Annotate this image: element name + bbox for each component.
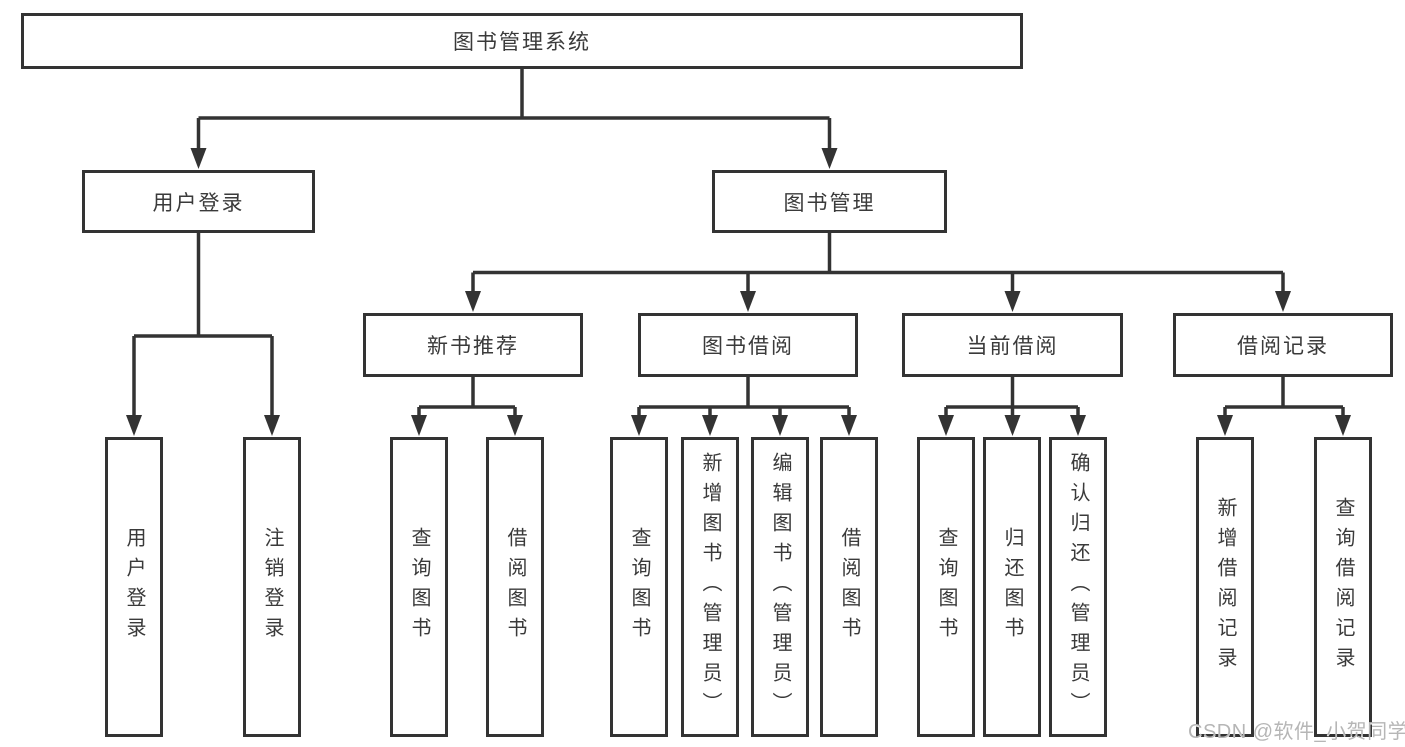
node-new-book-recommend: 新书推荐 bbox=[363, 313, 583, 377]
connector-borrow-records-to-leaves bbox=[1217, 377, 1351, 436]
arrowhead bbox=[1275, 291, 1291, 312]
leaf-add-borrow-record-label: 新增借阅记录 bbox=[1214, 497, 1236, 677]
arrowhead bbox=[1217, 415, 1233, 436]
arrowhead bbox=[126, 415, 142, 436]
arrowhead bbox=[821, 148, 838, 169]
arrowhead bbox=[190, 148, 207, 169]
leaf-query-books-label: 查询图书 bbox=[408, 527, 430, 647]
arrowhead bbox=[264, 415, 280, 436]
arrowhead bbox=[1070, 415, 1086, 436]
arrowhead bbox=[507, 415, 523, 436]
node-book-management: 图书管理 bbox=[712, 170, 947, 233]
arrowhead bbox=[772, 415, 788, 436]
leaf-logout-label: 注销登录 bbox=[261, 527, 283, 647]
connector-root-to-level2 bbox=[190, 69, 838, 169]
node-borrow-records: 借阅记录 bbox=[1173, 313, 1393, 377]
node-root-label: 图书管理系统 bbox=[453, 31, 591, 54]
node-new-book-recommend-label: 新书推荐 bbox=[427, 335, 519, 358]
node-current-borrow: 当前借阅 bbox=[902, 313, 1123, 377]
leaf-return-books: 归还图书 bbox=[983, 437, 1041, 737]
leaf-user-login-label: 用户登录 bbox=[123, 527, 145, 647]
leaf-add-borrow-record: 新增借阅记录 bbox=[1196, 437, 1254, 737]
leaf-borrow-books-2-label: 借阅图书 bbox=[838, 527, 860, 647]
csdn-watermark: CSDN @软件_小贺同学 bbox=[1188, 721, 1405, 743]
arrowhead bbox=[631, 415, 647, 436]
node-borrow-records-label: 借阅记录 bbox=[1237, 335, 1329, 358]
arrowhead bbox=[740, 291, 756, 312]
leaf-user-login: 用户登录 bbox=[105, 437, 163, 737]
leaf-edit-books-admin-label: 编辑图书（管理员） bbox=[769, 452, 791, 722]
connector-current-borrow-to-leaves bbox=[938, 377, 1086, 436]
leaf-query-borrow-record-label: 查询借阅记录 bbox=[1332, 497, 1354, 677]
node-user-login-label: 用户登录 bbox=[152, 191, 245, 215]
arrowhead bbox=[1335, 415, 1351, 436]
node-book-management-label: 图书管理 bbox=[783, 191, 876, 215]
leaf-query-books-2-label: 查询图书 bbox=[628, 527, 650, 647]
leaf-query-books-3: 查询图书 bbox=[917, 437, 975, 737]
arrowhead bbox=[938, 415, 954, 436]
arrowhead bbox=[465, 291, 481, 312]
node-root-system: 图书管理系统 bbox=[21, 13, 1023, 69]
leaf-borrow-books-2: 借阅图书 bbox=[820, 437, 878, 737]
arrowhead bbox=[841, 415, 857, 436]
connector-book-management-to-level3 bbox=[465, 233, 1291, 312]
connector-new-book-recommend-to-leaves bbox=[411, 377, 523, 436]
leaf-edit-books-admin: 编辑图书（管理员） bbox=[751, 437, 809, 737]
connector-book-borrow-to-leaves bbox=[631, 377, 857, 436]
leaf-return-books-label: 归还图书 bbox=[1001, 527, 1023, 647]
leaf-add-books-admin-label: 新增图书（管理员） bbox=[699, 452, 721, 722]
arrowhead bbox=[1004, 415, 1021, 436]
arrowhead bbox=[1004, 291, 1021, 312]
node-book-borrow: 图书借阅 bbox=[638, 313, 858, 377]
leaf-logout: 注销登录 bbox=[243, 437, 301, 737]
leaf-confirm-return-admin-label: 确认归还（管理员） bbox=[1067, 452, 1089, 722]
node-book-borrow-label: 图书借阅 bbox=[702, 335, 794, 358]
leaf-query-books-3-label: 查询图书 bbox=[935, 527, 957, 647]
leaf-borrow-books-label: 借阅图书 bbox=[504, 527, 526, 647]
connector-user-login-to-leaves bbox=[126, 233, 280, 436]
leaf-query-borrow-record: 查询借阅记录 bbox=[1314, 437, 1372, 737]
arrowhead bbox=[411, 415, 427, 436]
leaf-confirm-return-admin: 确认归还（管理员） bbox=[1049, 437, 1107, 737]
leaf-query-books: 查询图书 bbox=[390, 437, 448, 737]
node-user-login: 用户登录 bbox=[82, 170, 315, 233]
leaf-borrow-books: 借阅图书 bbox=[486, 437, 544, 737]
arrowhead bbox=[702, 415, 718, 436]
leaf-add-books-admin: 新增图书（管理员） bbox=[681, 437, 739, 737]
leaf-query-books-2: 查询图书 bbox=[610, 437, 668, 737]
node-current-borrow-label: 当前借阅 bbox=[966, 335, 1059, 358]
